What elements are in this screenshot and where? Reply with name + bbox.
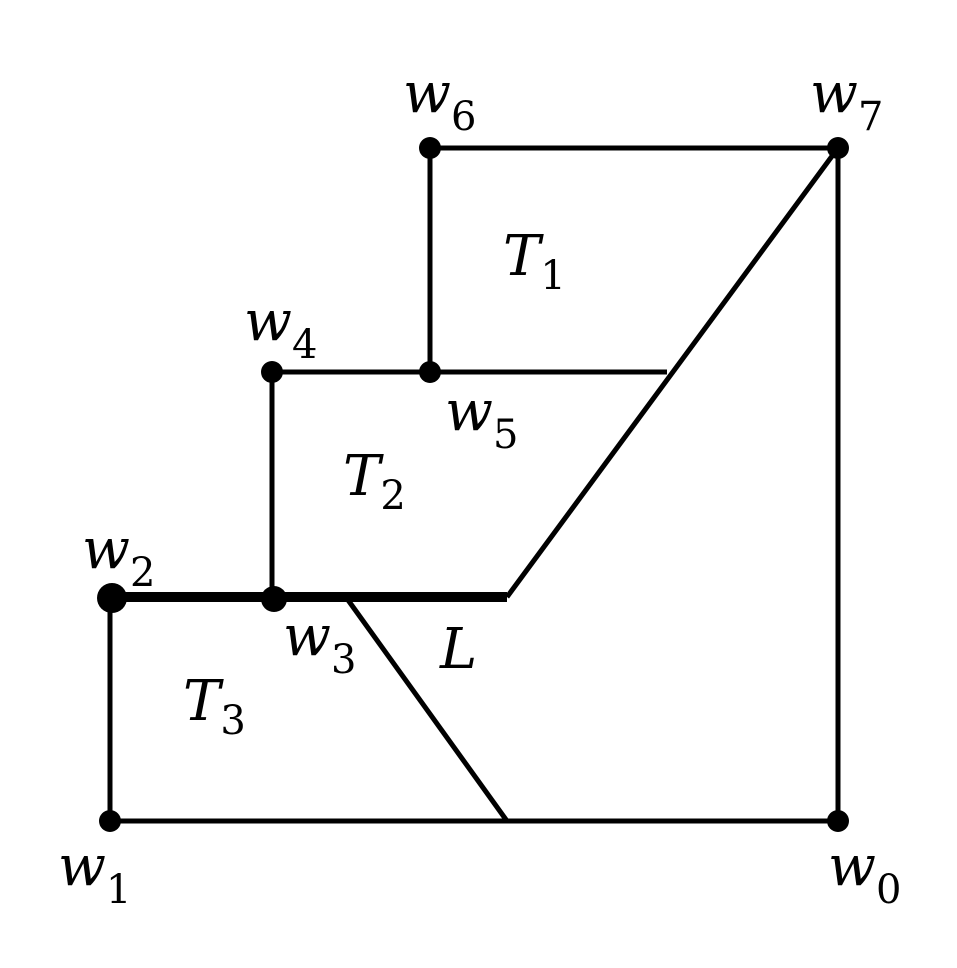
vertex-w7 [827,137,849,159]
vertex-w2 [97,583,127,613]
edge-diagonal-w7 [504,146,841,599]
label-w0: w0 [828,834,901,913]
edge-diagonal-l [345,598,510,823]
vertex-w3 [261,586,287,612]
region-labels: T1 T2 T3 L [183,224,566,744]
label-w4: w4 [244,289,317,368]
label-w3: w3 [283,604,356,683]
label-l: L [439,617,477,682]
vertex-w5 [419,361,441,383]
vertex-w6 [419,137,441,159]
vertex-labels: w0 w1 w2 w3 w4 w5 w6 w7 [58,61,901,913]
label-w6: w6 [403,61,476,140]
label-w1: w1 [58,834,131,913]
vertex-w0 [827,810,849,832]
edges [107,145,841,824]
label-t1: T1 [503,224,566,299]
vertex-w4 [261,361,283,383]
label-t3: T3 [183,669,246,744]
label-w7: w7 [810,61,883,140]
label-t2: T2 [343,444,406,519]
vertex-w1 [99,810,121,832]
label-w2: w2 [82,517,155,596]
label-w5: w5 [445,379,518,458]
vertices [97,137,849,832]
